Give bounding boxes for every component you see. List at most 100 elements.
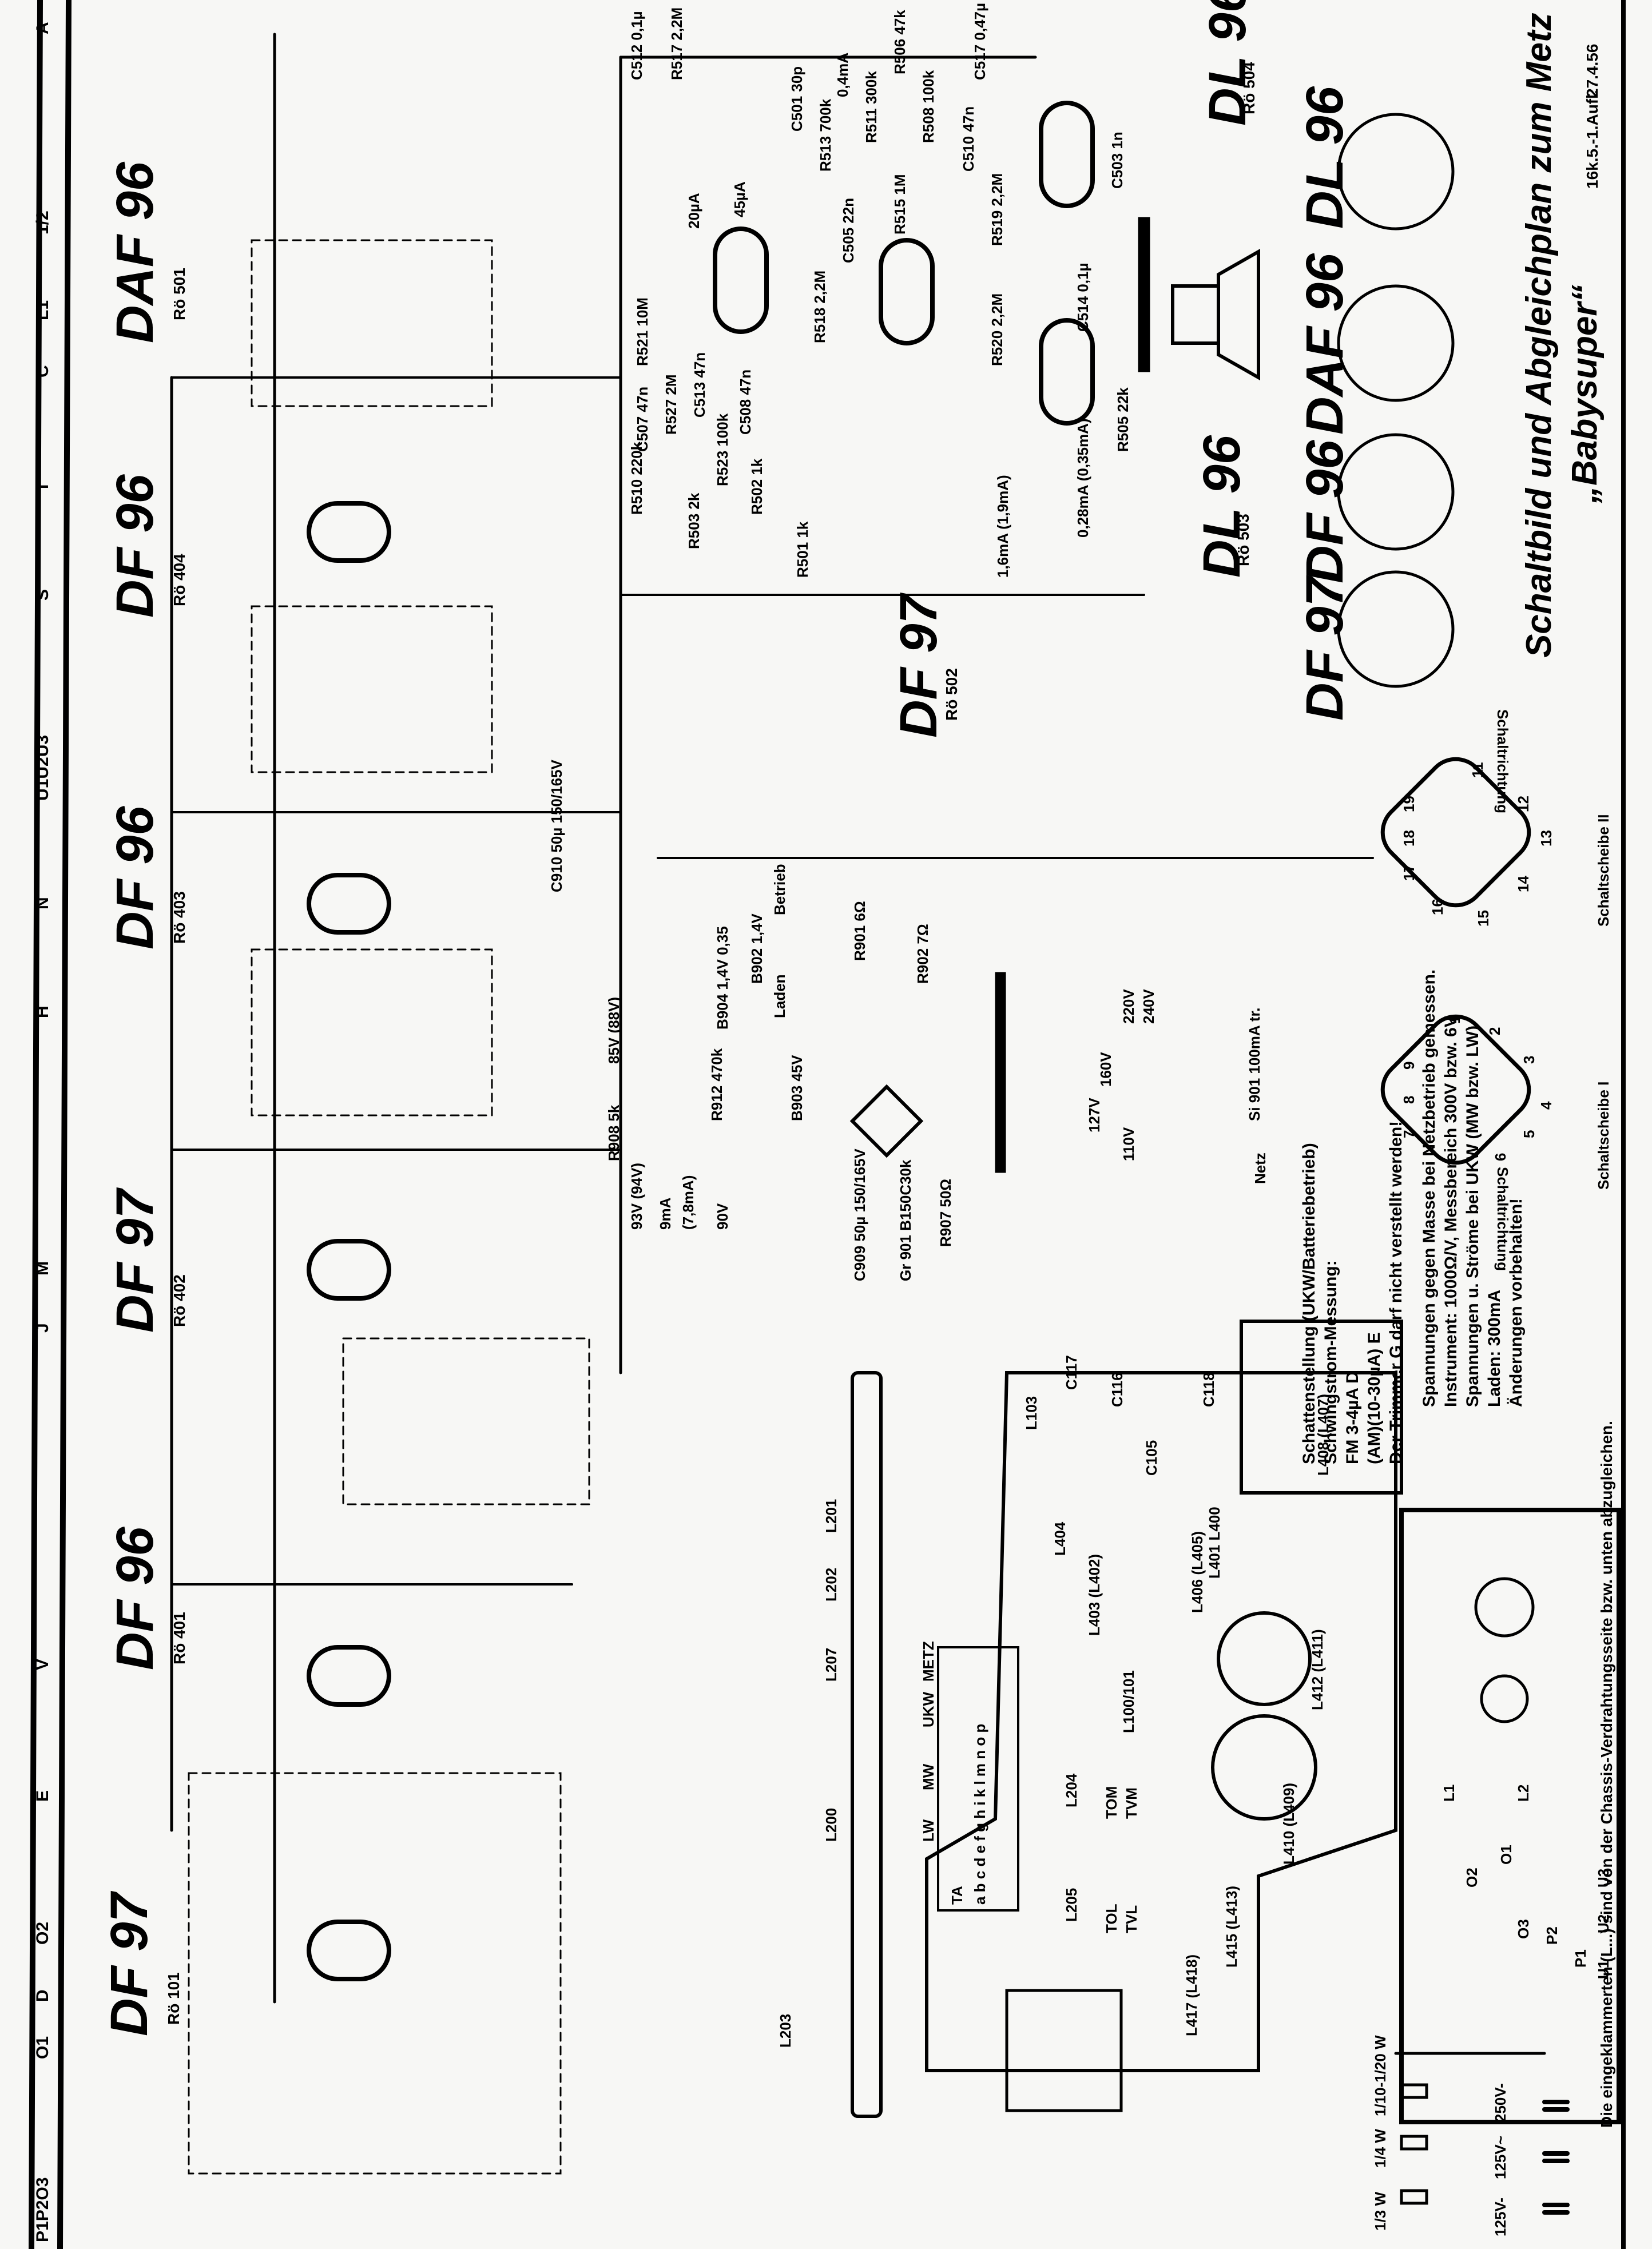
label-90v: 90V — [714, 1203, 731, 1230]
panel-pin-o1: O1 — [1498, 1845, 1515, 1865]
column-marker-e: E — [33, 1790, 52, 1802]
label-mains-240: 240V — [1140, 989, 1157, 1024]
tube-label-daf96-ro501: DAF 96 — [106, 162, 164, 343]
label-i-45ua: 45µA — [731, 181, 748, 217]
switch-direction-2: Schaltrichtung — [1494, 709, 1511, 814]
label-i-20ua: 20µA — [685, 193, 702, 229]
coil-l408: L408 (L407) — [1315, 1393, 1332, 1476]
band-lw: LW — [920, 1819, 937, 1842]
label-betrieb: Betrieb — [771, 864, 788, 915]
label-r510: R510 220k — [628, 442, 645, 515]
panel-pin-o2: O2 — [1463, 1867, 1480, 1888]
coil-l202: L202 — [823, 1567, 840, 1602]
tube-label-df96-ro403: DF 96 — [106, 806, 164, 949]
label-r908: R908 5k — [605, 1104, 622, 1161]
tube-ref-ro503: Rö 503 — [1234, 514, 1252, 566]
band-metz: METZ — [920, 1641, 937, 1682]
label-r517: R517 2,2M — [668, 7, 685, 80]
label-b904: B904 1,4V 0,35 — [714, 926, 731, 1030]
band-ta: TA — [948, 1886, 966, 1905]
label-i-screen: 1,6mA (1,9mA) — [994, 475, 1011, 578]
ruler-line-2 — [57, 0, 72, 2249]
coil-l207: L207 — [823, 1647, 840, 1682]
tube-ro503-envelope — [1039, 101, 1095, 208]
panel-hole-2 — [1480, 1674, 1529, 1723]
shield-box-if2 — [251, 605, 493, 773]
socket-df97 — [1337, 570, 1455, 688]
note-laden: Laden: 300mA — [1485, 1289, 1504, 1407]
coil-l417: L417 (L418) — [1183, 1954, 1200, 2036]
label-c909: C909 50µ 150/165V — [851, 1149, 868, 1281]
column-marker-v: V — [33, 1658, 52, 1670]
label-r520: R520 2,2M — [988, 293, 1006, 366]
label-78ma: (7,8mA) — [680, 1175, 697, 1230]
legend-capacitors — [1542, 2100, 1570, 2215]
label-r902: R902 7Ω — [914, 924, 931, 984]
coil-l205: L205 — [1063, 1888, 1080, 1922]
disc1-pin-4: 4 — [1538, 1101, 1555, 1110]
coil-l412: L412 (L411) — [1309, 1629, 1326, 1710]
legend-resistor-label-1-10w: 1/10-1/20 W — [1372, 2035, 1389, 2116]
trimmer-c117: C117 — [1063, 1355, 1080, 1390]
legend-cap-label-250v: 250V- — [1492, 2083, 1509, 2122]
label-mains-110: 110V — [1120, 1127, 1137, 1161]
column-marker-d: D — [33, 1989, 52, 2002]
column-marker-c: C — [33, 365, 52, 378]
chassis-outline — [925, 1371, 1397, 2072]
note-block-spannungen: Spannungen gegen Masse bei Netzbetrieb g… — [1419, 969, 1527, 1407]
switch-disc-1-label: Schaltscheibe I — [1595, 1081, 1612, 1190]
column-marker-1-2: 1/2 — [33, 210, 52, 235]
label-93v: 93V (94V) — [628, 1162, 645, 1230]
socket-label-dl96: DL 96 — [1296, 86, 1354, 229]
label-r519: R519 2,2M — [988, 173, 1006, 246]
power-transformer-core — [995, 972, 1006, 1173]
tube-ref-ro404: Rö 404 — [170, 554, 188, 606]
label-r523: R523 100k — [714, 413, 731, 486]
column-marker-n: N — [33, 897, 52, 909]
column-marker-o1: O1 — [33, 2036, 52, 2059]
label-r527: R527 2M — [662, 374, 680, 435]
shield-box-rf — [188, 1772, 562, 2175]
trimmer-c116: C116 — [1109, 1372, 1126, 1407]
switch-disc-2-label: Schaltscheibe II — [1595, 814, 1612, 927]
chassis-battery-panel — [1399, 1508, 1621, 2124]
tube-ref-ro502: Rö 502 — [943, 668, 960, 721]
label-r503: R503 2k — [685, 492, 702, 549]
note-aenderungen: Änderungen vorbehalten! — [1507, 1198, 1526, 1407]
label-c503: C503 1n — [1109, 132, 1126, 189]
disc1-pin-9: 9 — [1400, 1061, 1417, 1070]
column-marker-j: J — [33, 1323, 52, 1333]
column-marker-l1: L1 — [33, 300, 52, 320]
label-c512: C512 0,1µ — [628, 11, 645, 80]
label-r912: R912 470k — [708, 1048, 725, 1121]
legend-cap-label-125v-ac: 125V~ — [1492, 2136, 1509, 2179]
column-marker-u: U1U2U3 — [33, 734, 52, 801]
coil-l404: L404 — [1051, 1521, 1069, 1556]
socket-daf96 — [1337, 284, 1455, 402]
label-laden: Laden — [771, 974, 788, 1018]
trimmer-tvl: TVL — [1123, 1905, 1140, 1933]
document-edition: 16k.5.-1.Aufl. — [1583, 90, 1601, 189]
tube-label-df96-ro404: DF 96 — [106, 474, 164, 618]
disc2-pin-16: 16 — [1429, 899, 1446, 915]
tube-label-df97-ro402: DF 97 — [106, 1189, 164, 1333]
speaker-cone — [1217, 248, 1260, 381]
label-r521: R521 10M — [634, 297, 651, 366]
tube-ref-ro504: Rö 504 — [1240, 62, 1258, 114]
label-c508: C508 47n — [737, 369, 754, 435]
legend-resistor-1-3w — [1400, 2189, 1428, 2205]
panel-pin-o3: O3 — [1515, 1919, 1532, 1939]
label-i-04ma: 0,4mA — [834, 52, 851, 97]
note-bracket: Die eingeklammerten (L...) sind von der … — [1598, 1421, 1615, 2128]
tube-ro404-envelope — [307, 501, 391, 563]
tube-ref-ro501: Rö 501 — [170, 268, 188, 320]
column-marker-m: M — [33, 1261, 52, 1276]
label-c910: C910 50µ 150/165V — [548, 760, 565, 892]
output-transformer-core — [1138, 217, 1150, 372]
band-mw: MW — [920, 1763, 937, 1790]
coil-l204: L204 — [1063, 1773, 1080, 1807]
coil-l103: L103 — [1023, 1396, 1040, 1430]
disc2-pin-15: 15 — [1475, 910, 1492, 927]
note-span2: Instrument: 1000Ω/V, Messbereich 300V bz… — [1441, 1016, 1460, 1407]
label-i-anode: 0,28mA (0,35mA) — [1074, 418, 1091, 538]
